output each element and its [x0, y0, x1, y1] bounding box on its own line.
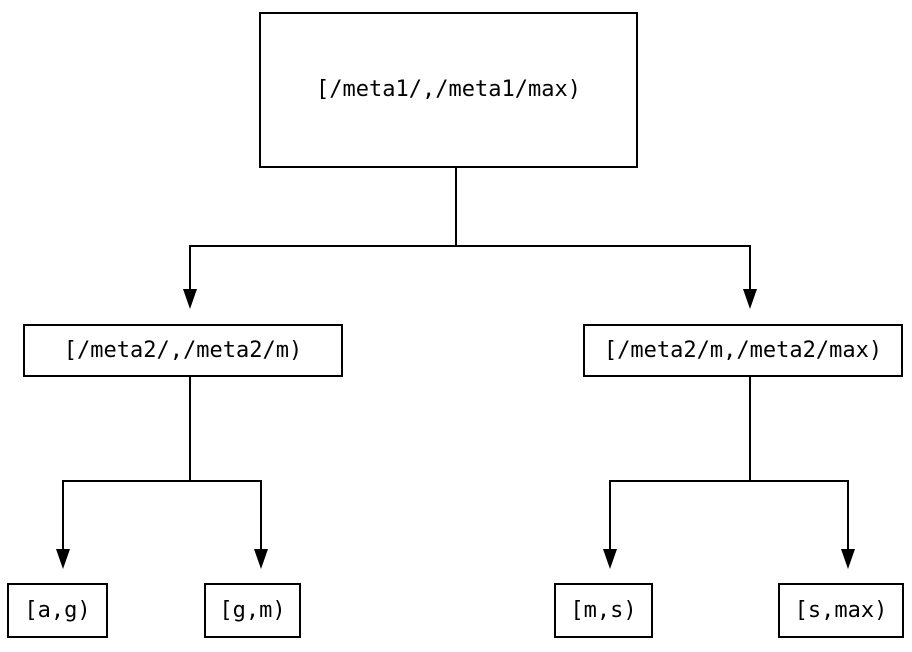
node-right-label: [/meta2/m,/meta2/max) — [603, 337, 883, 363]
arrowhead-icon — [183, 289, 197, 309]
node-leaf-ms: [m,s) — [554, 583, 653, 638]
edge-left-gm — [189, 377, 268, 569]
edge-root-left — [183, 168, 457, 309]
node-leaf-ag: [a,g) — [7, 583, 108, 638]
node-leaf-smax: [s,max) — [778, 583, 904, 638]
node-leaf-gm: [g,m) — [204, 583, 301, 638]
arrowhead-icon — [841, 549, 855, 569]
edge-right-ms — [603, 377, 751, 569]
edge-root-right — [455, 168, 757, 309]
edge-right-smax — [749, 377, 855, 569]
arrowhead-icon — [743, 289, 757, 309]
arrowhead-icon — [603, 549, 617, 569]
node-leaf-ms-label: [m,s) — [570, 597, 637, 623]
node-right-interval: [/meta2/m,/meta2/max) — [583, 324, 903, 377]
edge-left-ag — [56, 377, 191, 569]
node-left-label: [/meta2/,/meta2/m) — [63, 337, 303, 363]
node-leaf-ag-label: [a,g) — [24, 597, 91, 623]
node-leaf-smax-label: [s,max) — [794, 597, 888, 623]
node-root: [/meta1/,/meta1/max) — [259, 12, 638, 168]
node-root-label: [/meta1/,/meta1/max) — [316, 77, 581, 102]
node-left-interval: [/meta2/,/meta2/m) — [23, 324, 343, 377]
arrowhead-icon — [254, 549, 268, 569]
arrowhead-icon — [56, 549, 70, 569]
node-leaf-gm-label: [g,m) — [219, 597, 286, 623]
